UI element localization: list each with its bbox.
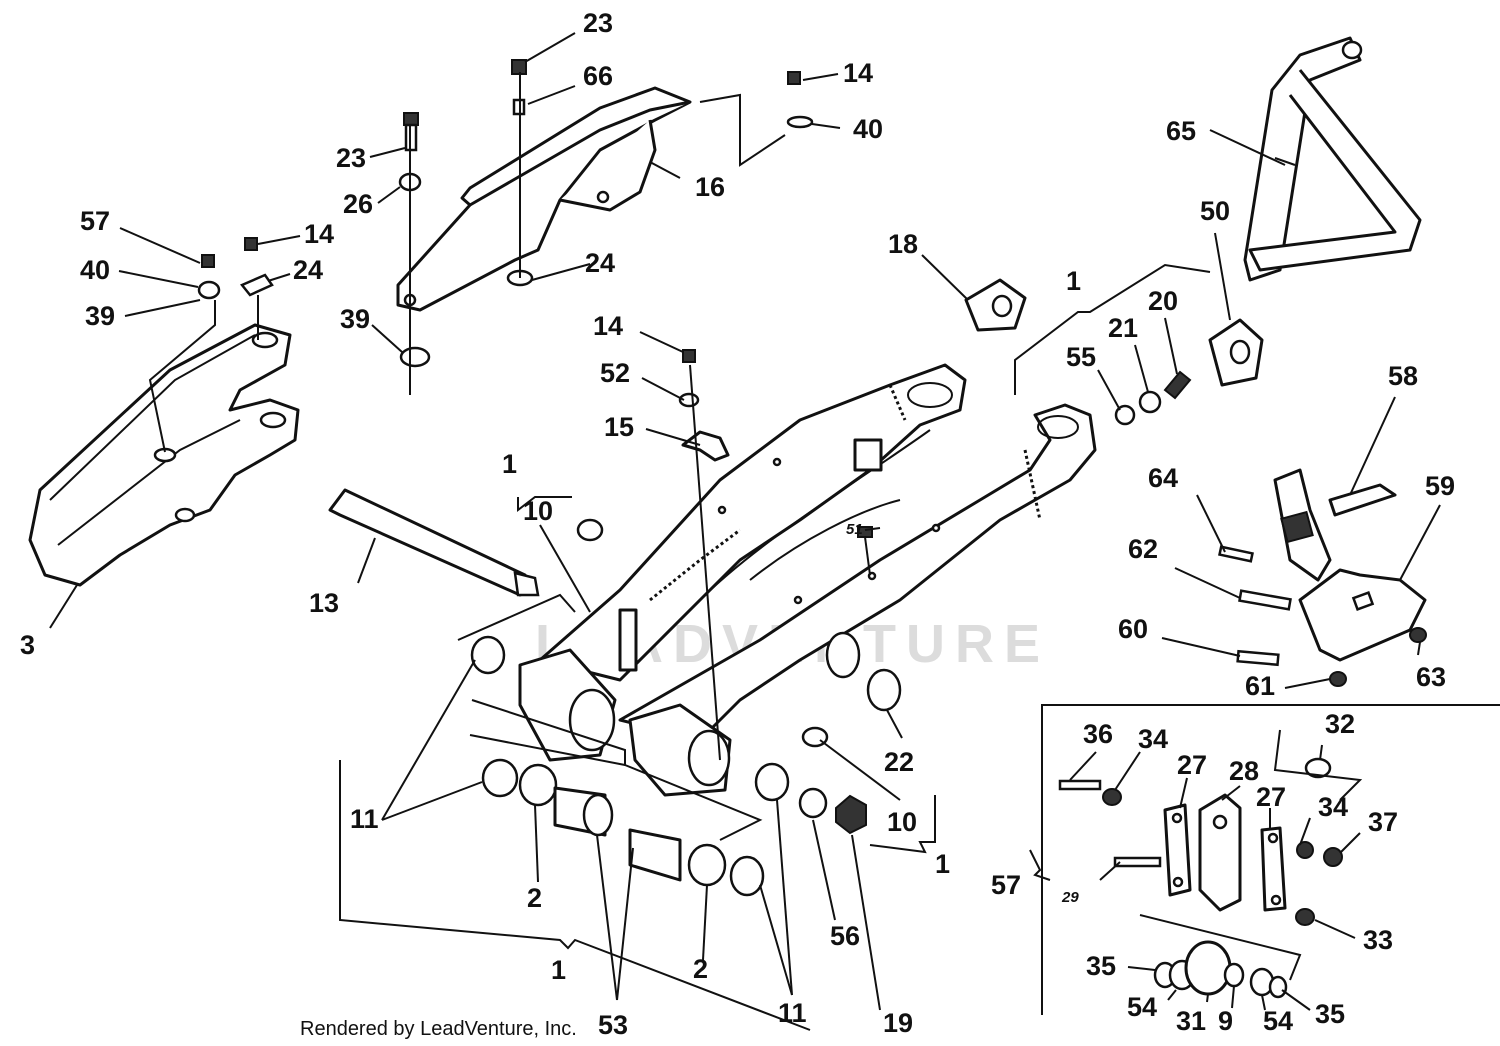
callout-32: 32 xyxy=(1325,709,1355,739)
callout-26: 26 xyxy=(343,189,373,219)
chain-guard-part-16 xyxy=(396,86,692,312)
callout-60: 60 xyxy=(1118,614,1148,644)
callout-10b: 10 xyxy=(887,807,917,837)
callout-51: 51 xyxy=(846,521,863,538)
callout-39a: 39 xyxy=(85,301,115,331)
callout-16: 16 xyxy=(695,172,725,202)
callout-9: 9 xyxy=(1218,1006,1233,1036)
callout-23b: 23 xyxy=(336,143,366,173)
callout-57a: 57 xyxy=(80,206,110,236)
callout-56: 56 xyxy=(830,921,860,951)
callout-13: 13 xyxy=(309,588,339,618)
callout-3: 3 xyxy=(20,630,35,660)
callout-34a: 34 xyxy=(1138,724,1168,754)
callout-65: 65 xyxy=(1166,116,1196,146)
chain-slider-part-3 xyxy=(28,323,300,587)
stand-part-65 xyxy=(1243,36,1422,282)
callout-40b: 40 xyxy=(80,255,110,285)
callout-40a: 40 xyxy=(853,114,883,144)
callout-53: 53 xyxy=(598,1010,628,1040)
callout-28: 28 xyxy=(1229,756,1259,786)
callout-14b: 14 xyxy=(304,219,334,249)
callout-64: 64 xyxy=(1148,463,1178,493)
callout-19: 19 xyxy=(883,1008,913,1038)
callout-24a: 24 xyxy=(293,255,323,285)
callout-35a: 35 xyxy=(1086,951,1116,981)
callout-24b: 24 xyxy=(585,248,615,278)
callout-10a: 10 xyxy=(523,496,553,526)
callout-52: 52 xyxy=(600,358,630,388)
callout-55: 55 xyxy=(1066,342,1096,372)
bearing-set-left xyxy=(470,518,902,897)
callout-54a: 54 xyxy=(1127,992,1157,1022)
callout-14c: 14 xyxy=(593,311,623,341)
swingarm-part-1 xyxy=(518,363,1097,797)
callout-54b: 54 xyxy=(1263,1006,1293,1036)
callout-1d: 1 xyxy=(551,955,566,985)
callout-33: 33 xyxy=(1363,925,1393,955)
callout-29: 29 xyxy=(1061,889,1079,906)
leader-lines xyxy=(49,32,1441,1031)
callout-37: 37 xyxy=(1368,807,1398,837)
callout-20: 20 xyxy=(1148,286,1178,316)
pivot-shaft-part-13 xyxy=(328,488,540,597)
callout-27a: 27 xyxy=(1177,750,1207,780)
callout-58: 58 xyxy=(1388,361,1418,391)
callout-62: 62 xyxy=(1128,534,1158,564)
bracket-assembly-part-59 xyxy=(1218,468,1427,687)
callout-63: 63 xyxy=(1416,662,1446,692)
callout-2a: 2 xyxy=(527,883,542,913)
callout-36: 36 xyxy=(1083,719,1113,749)
callout-57b: 57 xyxy=(991,870,1021,900)
callout-66: 66 xyxy=(583,61,613,91)
callout-14a: 14 xyxy=(843,58,873,88)
callout-15: 15 xyxy=(604,412,634,442)
fasteners-top xyxy=(197,59,873,538)
chain-adjuster-hardware xyxy=(1114,370,1192,426)
chain-buffer-part-18 xyxy=(964,278,1027,332)
exploded-view-boxes xyxy=(457,593,1363,981)
callout-27b: 27 xyxy=(1256,782,1286,812)
callout-2b: 2 xyxy=(693,954,708,984)
callout-1a: 1 xyxy=(1066,266,1081,296)
callout-22: 22 xyxy=(884,747,914,777)
linkage-inset-part-57 xyxy=(1041,704,1500,1015)
callout-11a: 11 xyxy=(350,804,379,834)
footer-credit: Rendered by LeadVenture, Inc. xyxy=(300,1018,577,1040)
callout-59: 59 xyxy=(1425,471,1455,501)
callout-1c: 1 xyxy=(935,849,950,879)
callout-1b: 1 xyxy=(502,449,517,479)
callout-50: 50 xyxy=(1200,196,1230,226)
chain-buffer-part-50 xyxy=(1208,318,1264,387)
callout-21: 21 xyxy=(1108,313,1138,343)
callout-31: 31 xyxy=(1176,1006,1206,1036)
callout-61: 61 xyxy=(1245,671,1275,701)
callout-11b: 11 xyxy=(778,998,807,1028)
callout-23a: 23 xyxy=(583,8,613,38)
callout-35b: 35 xyxy=(1315,999,1345,1029)
callout-18: 18 xyxy=(888,229,918,259)
callout-39b: 39 xyxy=(340,304,370,334)
callout-34b: 34 xyxy=(1318,792,1348,822)
callout-labels: 23 66 14 40 23 26 16 65 57 14 40 24 39 2… xyxy=(20,8,1455,1040)
